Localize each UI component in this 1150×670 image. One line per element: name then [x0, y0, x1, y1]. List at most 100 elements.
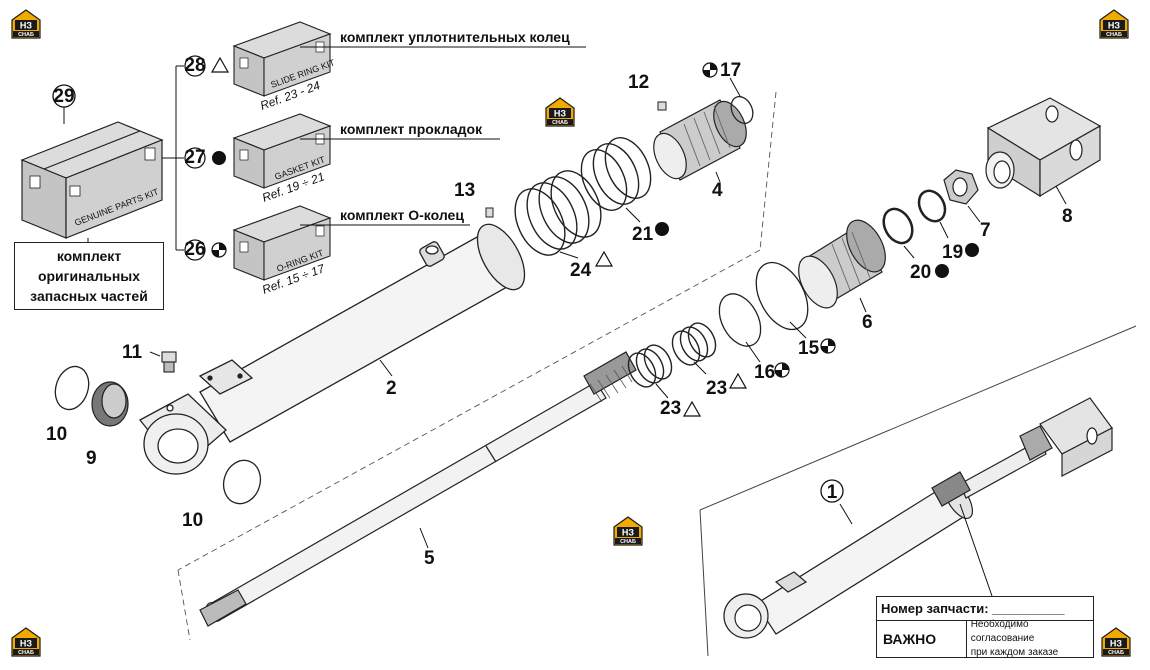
part-label-2: 2	[386, 378, 397, 399]
leader-6	[859, 297, 867, 313]
logo-top-left: НЗ СНАБ	[9, 7, 43, 39]
part-label-20: 20	[910, 262, 931, 283]
assembled-cylinder	[699, 325, 1137, 657]
leader-17	[729, 77, 741, 97]
important-note-line-2: при каждом заказе	[970, 647, 1059, 658]
gasket-set	[580, 137, 652, 211]
leader-20	[903, 245, 915, 259]
quartered-circle-icon	[774, 362, 790, 378]
important-note-line-1: Необходимо согласование	[970, 619, 1035, 644]
logo-center: НЗ СНАБ	[611, 514, 645, 546]
part-label-9: 9	[86, 448, 97, 469]
piston	[798, 219, 886, 309]
logo-text-bottom: СНАБ	[1106, 32, 1122, 38]
callout-28: 28	[184, 55, 205, 76]
logo-text-top: НЗ	[20, 21, 32, 31]
part-number-box: Номер запчасти: __________ ВАЖНО Необход…	[876, 596, 1094, 658]
lock-nut	[943, 169, 979, 205]
part-label-13: 13	[454, 180, 475, 201]
logo-text-top: НЗ	[1110, 639, 1122, 649]
genuine-kit-box	[20, 121, 164, 239]
cylinder-barrel	[139, 223, 526, 475]
leader-2	[379, 359, 393, 377]
triangle-icon	[594, 250, 614, 267]
kit-title-gasket: комплект прокладок	[340, 121, 483, 137]
important-note: Необходимо согласование при каждом заказ…	[967, 619, 1093, 658]
logo-text-top: НЗ	[622, 528, 634, 538]
part-label-8: 8	[1062, 206, 1073, 227]
part-number-label: Номер запчасти: __________	[877, 597, 1093, 621]
bushing	[91, 381, 129, 427]
leader-15	[789, 321, 807, 339]
part-label-6: 6	[862, 312, 873, 333]
legend-line-1: комплект	[56, 248, 122, 264]
seal-19	[917, 189, 947, 223]
logo-text-bottom: СНАБ	[1108, 650, 1124, 656]
important-row: ВАЖНО Необходимо согласование при каждом…	[877, 619, 1093, 658]
part-label-4: 4	[712, 180, 723, 201]
leader-23b	[655, 383, 669, 399]
piston-rod	[199, 351, 637, 627]
part-label-21: 21	[632, 224, 654, 245]
quartered-circle-icon	[702, 62, 718, 78]
part-label-17: 17	[720, 60, 741, 81]
part-label-5: 5	[424, 548, 435, 569]
leader-7	[967, 205, 981, 223]
filled-circle-icon	[655, 222, 669, 236]
triangle-icon	[210, 56, 230, 73]
part-label-16: 16	[754, 362, 775, 383]
logo-text-top: НЗ	[20, 639, 32, 649]
part-label-1: 1	[827, 482, 838, 503]
legend-line-2: оригинальных	[37, 268, 141, 284]
logo-center-top: НЗ СНАБ	[543, 95, 577, 127]
part-label-10b: 10	[182, 510, 203, 531]
callout-circle-28	[184, 55, 206, 77]
part-label-10a: 10	[46, 424, 67, 445]
filled-circle-icon	[935, 264, 949, 278]
leader-info	[959, 503, 993, 597]
o-ring-15	[755, 261, 809, 331]
callout-26: 26	[184, 239, 205, 260]
o-ring-kit-box	[232, 205, 332, 281]
genuine-parts-legend: комплект оригинальных запасных частей	[14, 242, 164, 310]
leader-23a	[693, 361, 707, 375]
part-label-23a: 23	[706, 378, 727, 399]
triangle-icon	[682, 400, 702, 417]
logo-text-bottom: СНАБ	[18, 32, 34, 38]
kit-bracket	[162, 65, 184, 251]
callout-circle-1	[820, 479, 844, 503]
leader-24	[559, 251, 579, 259]
part-label-12: 12	[628, 72, 649, 93]
leader-4	[715, 171, 721, 183]
vent-plug	[657, 101, 667, 111]
logo-top-right: НЗ СНАБ	[1097, 7, 1131, 39]
leader-19	[939, 221, 949, 239]
rod-eye	[985, 97, 1102, 198]
o-ring-10b	[222, 459, 262, 505]
seal-16	[718, 293, 762, 347]
slide-ring-kit-box	[232, 21, 332, 97]
seal-20	[882, 207, 914, 245]
logo-text-top: НЗ	[1108, 21, 1120, 31]
filled-circle-icon	[212, 151, 226, 165]
part-label-19: 19	[942, 242, 963, 263]
triangle-icon	[728, 372, 748, 389]
logo-bottom-left: НЗ СНАБ	[9, 625, 43, 657]
leader-8	[1055, 185, 1067, 205]
logo-text-top: НЗ	[554, 109, 566, 119]
leader-16	[745, 341, 761, 363]
leader-1	[839, 503, 853, 525]
o-ring-17	[730, 95, 754, 125]
part-label-23b: 23	[660, 398, 681, 419]
bleeder-screw	[485, 207, 494, 218]
important-label: ВАЖНО	[877, 621, 967, 657]
filled-circle-icon	[965, 243, 979, 257]
part-label-24: 24	[570, 260, 592, 281]
rod-seals-23b	[627, 344, 673, 388]
piston-seals	[514, 170, 602, 256]
logo-bottom-right: НЗ СНАБ	[1099, 625, 1133, 657]
logo-text-bottom: СНАБ	[620, 539, 636, 545]
leader-21	[625, 207, 641, 223]
